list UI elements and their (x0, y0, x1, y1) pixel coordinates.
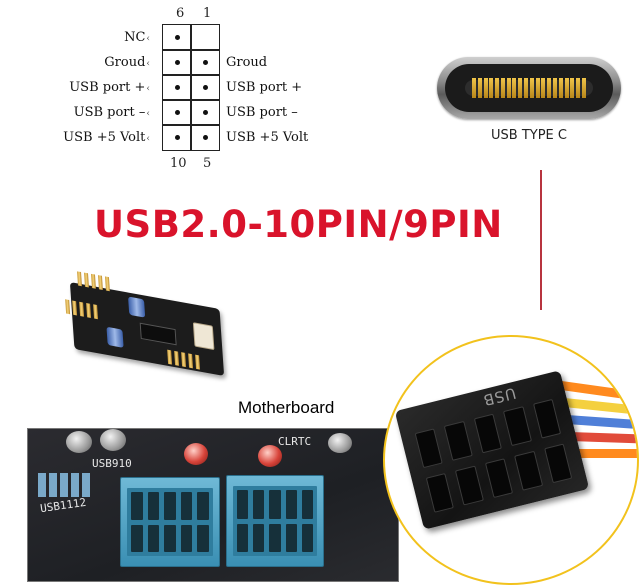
pin-label-usb-plus-right: USB port + (226, 80, 303, 95)
pin-cell (190, 74, 220, 101)
pin-cell (162, 24, 192, 51)
pin-cell (162, 74, 192, 101)
board-capacitor (128, 296, 146, 318)
mb-capacitor (100, 429, 126, 451)
motherboard-photo: USB910 USB1112 CLRTC (27, 428, 399, 582)
pin-label-ground-left: Groud‹ (104, 55, 150, 70)
pin-label-5v-right: USB +5 Volt (226, 130, 309, 145)
pin-cell-empty (190, 24, 220, 51)
pin-label-usb-minus-right: USB port – (226, 105, 298, 120)
pin-dot (202, 60, 208, 65)
pin-dot (174, 85, 180, 90)
pin-dot (202, 110, 208, 115)
pin-label-ground-right: Groud (226, 55, 268, 70)
board-chip (139, 322, 177, 346)
connector-line (540, 170, 542, 310)
pin-cell (190, 49, 220, 76)
pin-cell (162, 49, 192, 76)
pin-label-nc: NC‹ (124, 30, 150, 45)
board-capacitor (106, 326, 124, 348)
mb-capacitor (328, 433, 352, 453)
pin-cell (190, 99, 220, 126)
connector-marking: USB (480, 383, 518, 410)
usb-header-1112 (226, 475, 324, 567)
pin-number-6: 6 (176, 6, 185, 21)
motherboard-label: Motherboard (238, 398, 335, 417)
pinout-left-labels: NC‹ Groud‹ USB port +‹ USB port –‹ USB +… (63, 25, 150, 150)
pin-dot (174, 135, 180, 140)
silk-usb1112: USB1112 (39, 495, 88, 516)
headline-title: USB2.0-10PIN/9PIN (94, 203, 503, 246)
pin-dot (174, 35, 180, 40)
pin-number-1: 1 (203, 6, 212, 21)
board-pin-header-left (65, 299, 99, 320)
board-power-connector (192, 322, 215, 351)
usb-c-label: USB TYPE C (491, 128, 567, 143)
connector-holes (414, 398, 573, 513)
mb-usb-pins (38, 473, 98, 497)
mb-capacitor (66, 431, 92, 453)
pin-dot (174, 60, 180, 65)
pin-dot (202, 85, 208, 90)
pin-number-10: 10 (170, 156, 187, 171)
pin-cell (162, 99, 192, 126)
pin-label-usb-minus-left: USB port –‹ (73, 105, 150, 120)
silk-usb910: USB910 (92, 457, 132, 470)
connector-zoom-circle: USB (383, 335, 639, 585)
mb-capacitor-red (258, 445, 282, 467)
pin-dot (174, 110, 180, 115)
usb-c-contacts (472, 78, 586, 98)
silk-clrtc: CLRTC (278, 435, 312, 448)
pin-header-diagram (162, 24, 220, 151)
wire-orange (553, 449, 637, 458)
pin-number-5: 5 (203, 156, 212, 171)
board-pin-header-bottom (167, 349, 201, 370)
usb-10pin-connector: USB (394, 370, 590, 530)
pin-label-usb-plus-left: USB port +‹ (69, 80, 150, 95)
pin-label-5v-left: USB +5 Volt‹ (63, 130, 150, 145)
usb-header-910 (120, 477, 220, 567)
pin-dot (202, 135, 208, 140)
board-pin-header-top (77, 271, 110, 292)
pin-cell (162, 124, 192, 151)
pinout-right-labels: . Groud USB port + USB port – USB +5 Vol… (226, 25, 308, 150)
mb-capacitor-red (184, 443, 208, 465)
pin-cell (190, 124, 220, 151)
usb-hub-board (65, 271, 225, 376)
